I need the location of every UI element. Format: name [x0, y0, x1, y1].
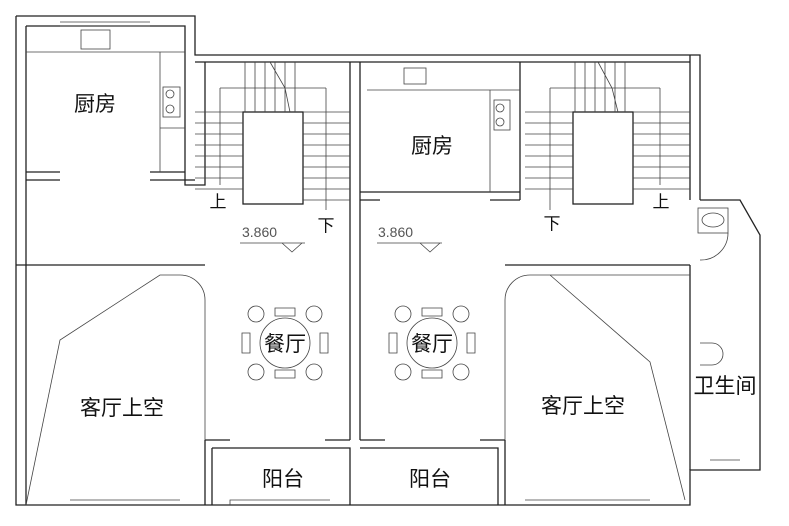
room-label-kitchen-mid: 厨房: [411, 134, 453, 158]
stair-left: [195, 61, 350, 210]
room-label-living-void-left: 客厅上空: [80, 396, 164, 420]
stair-down-right: 下: [543, 214, 561, 235]
room-label-living-void-right: 客厅上空: [541, 394, 625, 418]
room-label-balcony-right: 阳台: [409, 467, 451, 491]
room-label-dining-left: 餐厅: [264, 332, 306, 356]
bathroom-fixtures: [697, 207, 729, 366]
stair-right: [525, 61, 690, 210]
stair-up-left: 上: [209, 192, 227, 213]
stair-up-right: 上: [652, 192, 670, 213]
elevation-left: 3.860: [242, 224, 278, 240]
walls: [15, 15, 761, 506]
room-label-bathroom: 卫生间: [693, 374, 757, 398]
living-void-lines: [25, 274, 690, 506]
room-label-balcony-left: 阳台: [262, 467, 304, 491]
room-label-kitchen-left: 厨房: [74, 92, 116, 116]
room-label-dining-right: 餐厅: [411, 332, 453, 356]
kitchen-fixtures: [26, 29, 520, 192]
dining-table-right: [388, 305, 476, 381]
elevation-right: 3.860: [378, 224, 414, 240]
dining-table-left: [241, 305, 329, 381]
stair-down-left: 下: [317, 216, 335, 237]
elevation-marker-right: [377, 242, 442, 253]
elevation-marker-left: [240, 242, 305, 253]
